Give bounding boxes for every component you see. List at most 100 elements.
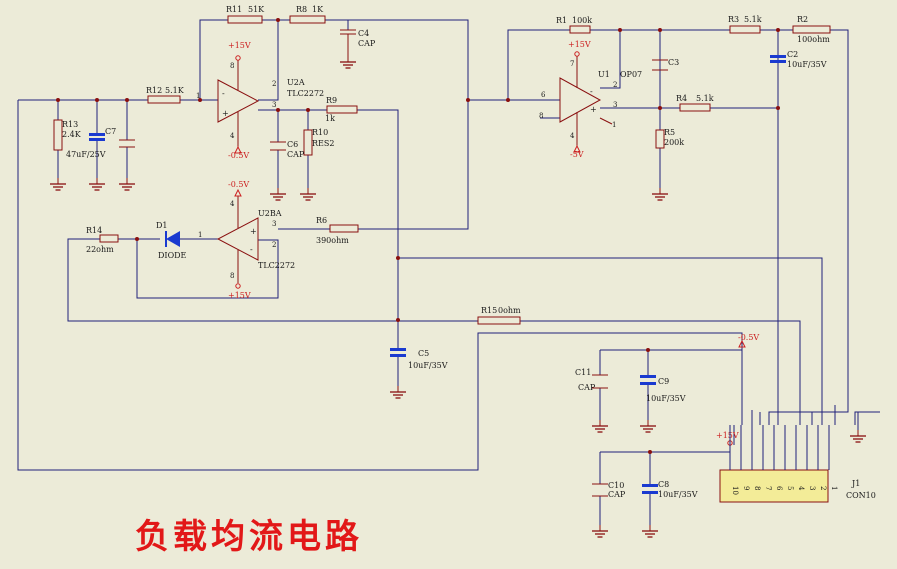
svg-text:8: 8 bbox=[539, 112, 543, 120]
svg-text:+: + bbox=[250, 227, 257, 236]
capacitor-C7: C7 47uF/25V bbox=[66, 127, 116, 191]
svg-text:6: 6 bbox=[541, 91, 546, 99]
svg-text:+: + bbox=[590, 105, 597, 114]
svg-text:OP07: OP07 bbox=[620, 70, 642, 79]
capacitor-unlabeled-1 bbox=[118, 139, 136, 191]
svg-text:U2BA: U2BA bbox=[258, 209, 282, 218]
svg-text:C4: C4 bbox=[358, 29, 369, 38]
ground-symbols bbox=[49, 177, 867, 443]
svg-text:3: 3 bbox=[272, 220, 276, 228]
svg-text:47uF/25V: 47uF/25V bbox=[66, 150, 106, 159]
connector-pin-label: 3 bbox=[808, 486, 816, 490]
svg-text:R13: R13 bbox=[62, 120, 78, 129]
svg-text:+15V: +15V bbox=[568, 40, 591, 49]
capacitor-C3: C3 bbox=[652, 58, 679, 71]
svg-text:C11: C11 bbox=[575, 368, 591, 377]
svg-text:R5: R5 bbox=[664, 128, 675, 137]
svg-text:R12: R12 bbox=[146, 86, 162, 95]
svg-text:C9: C9 bbox=[658, 377, 669, 386]
connector-pin-label: 6 bbox=[775, 486, 783, 491]
svg-text:5.1K: 5.1K bbox=[165, 86, 185, 95]
svg-text:10uF/35V: 10uF/35V bbox=[408, 361, 448, 370]
svg-text:4: 4 bbox=[230, 132, 235, 140]
svg-text:22ohm: 22ohm bbox=[86, 245, 114, 254]
connector-pin-label: 10 bbox=[731, 486, 739, 495]
connector-pin-label: 7 bbox=[764, 486, 772, 490]
junctions bbox=[56, 18, 780, 454]
svg-text:-0.5V: -0.5V bbox=[228, 180, 249, 189]
svg-text:-5V: -5V bbox=[570, 150, 584, 159]
svg-text:+: + bbox=[222, 109, 229, 118]
svg-text:R8: R8 bbox=[296, 5, 307, 14]
svg-text:5.1k: 5.1k bbox=[744, 15, 762, 24]
svg-text:R2: R2 bbox=[797, 15, 808, 24]
connector-pin-label: 8 bbox=[753, 486, 761, 490]
svg-text:U2A: U2A bbox=[287, 78, 305, 87]
svg-text:CAP: CAP bbox=[358, 39, 376, 48]
svg-text:J1: J1 bbox=[851, 479, 860, 488]
svg-text:4: 4 bbox=[230, 200, 235, 208]
svg-text:DIODE: DIODE bbox=[158, 251, 187, 260]
resistor-R2: R2 100ohm bbox=[792, 15, 831, 44]
svg-text:1k: 1k bbox=[325, 114, 335, 123]
svg-text:-: - bbox=[590, 87, 593, 96]
svg-text:U1: U1 bbox=[598, 70, 610, 79]
svg-text:-: - bbox=[222, 89, 225, 98]
svg-text:R9: R9 bbox=[326, 96, 337, 105]
svg-text:3: 3 bbox=[272, 101, 276, 109]
svg-text:R10: R10 bbox=[312, 128, 328, 137]
svg-text:D1: D1 bbox=[156, 221, 168, 230]
connector-pin-label: 5 bbox=[786, 486, 794, 490]
svg-text:C7: C7 bbox=[105, 127, 116, 136]
svg-text:C2: C2 bbox=[787, 50, 798, 59]
svg-text:TLC2272: TLC2272 bbox=[287, 89, 324, 98]
capacitor-C9: C9 10uF/35V bbox=[639, 375, 686, 433]
resistor-R3: R3 5.1k bbox=[728, 15, 762, 34]
svg-text:8: 8 bbox=[230, 62, 234, 70]
svg-text:CAP: CAP bbox=[608, 490, 626, 499]
svg-text:R3: R3 bbox=[728, 15, 739, 24]
svg-text:10uF/35V: 10uF/35V bbox=[646, 394, 686, 403]
svg-text:+15V: +15V bbox=[228, 41, 251, 50]
svg-text:R6: R6 bbox=[316, 216, 327, 225]
svg-text:100ohm: 100ohm bbox=[797, 35, 830, 44]
svg-text:10uF/35V: 10uF/35V bbox=[658, 490, 698, 499]
connector-pin-label: 9 bbox=[742, 486, 750, 490]
svg-text:CAP: CAP bbox=[578, 383, 596, 392]
svg-text:R11: R11 bbox=[226, 5, 242, 14]
svg-text:5.1k: 5.1k bbox=[696, 94, 714, 103]
svg-text:C8: C8 bbox=[658, 480, 669, 489]
svg-text:-0.5V: -0.5V bbox=[738, 333, 759, 342]
svg-text:100k: 100k bbox=[572, 16, 592, 25]
svg-text:1: 1 bbox=[612, 121, 616, 129]
svg-text:CON10: CON10 bbox=[846, 491, 876, 500]
svg-text:RES2: RES2 bbox=[312, 139, 334, 148]
svg-text:1K: 1K bbox=[312, 5, 324, 14]
svg-text:2: 2 bbox=[272, 80, 276, 88]
svg-text:C10: C10 bbox=[608, 481, 624, 490]
wires bbox=[17, 19, 880, 525]
svg-text:4: 4 bbox=[570, 132, 575, 140]
svg-text:TLC2272: TLC2272 bbox=[258, 261, 295, 270]
svg-text:8: 8 bbox=[230, 272, 234, 280]
connector-pin-label: 4 bbox=[797, 486, 805, 491]
svg-text:C6: C6 bbox=[287, 140, 298, 149]
svg-text:+15V: +15V bbox=[228, 291, 251, 300]
